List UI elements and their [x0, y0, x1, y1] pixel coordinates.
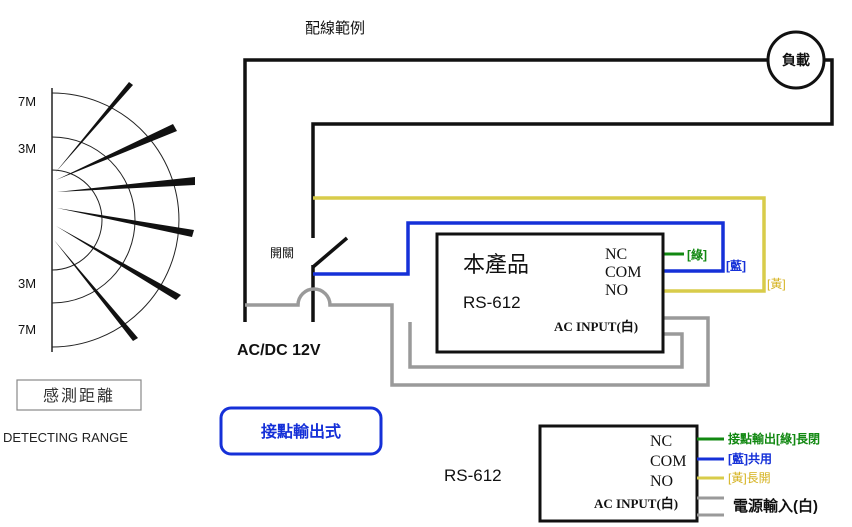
product-name: 本產品 — [463, 252, 529, 277]
tag-blue: [藍] — [726, 258, 746, 273]
pinout-label-nc: 接點輸出[綠]長閉 — [728, 431, 820, 446]
wire-yellow-no — [313, 196, 766, 293]
pinout-label-no: [黃]長開 — [728, 471, 771, 485]
range-arc-1 — [51, 169, 103, 271]
contact-output-label: 接點輸出式 — [261, 422, 341, 441]
load-symbol: 負載 — [766, 30, 826, 90]
detection-range-figure: 7M 3M 3M 7M 感測距離 DETECTING RANGE — [3, 82, 195, 445]
terminal-nc: NC — [605, 246, 627, 263]
pinout-diagram: RS-612 NC COM NO AC INPUT(白) 接點輸出[綠]長閉 [… — [444, 424, 820, 523]
ac-input-label: AC INPUT(白) — [554, 319, 638, 334]
range-tick-upper-7m: 7M — [18, 94, 36, 109]
pinout-ac-input: AC INPUT(白) — [594, 496, 678, 511]
wire-black-outer — [243, 58, 768, 322]
diagram-title: 配線範例 — [305, 19, 365, 37]
detection-caption: DETECTING RANGE — [3, 430, 128, 445]
pinout-model: RS-612 — [444, 466, 502, 485]
product-model: RS-612 — [463, 293, 521, 312]
range-tick-upper-3m: 3M — [18, 141, 36, 156]
pinout-label-power: 電源輸入(白) — [733, 497, 818, 515]
load-circle — [766, 30, 826, 90]
main-wiring: 負載 開關 本產品 RS-612 NC COM NO AC INPUT(白) [… — [219, 30, 834, 456]
pinout-terminal-nc: NC — [650, 433, 672, 450]
detection-beam — [57, 177, 195, 192]
range-tick-lower-3m: 3M — [18, 276, 36, 291]
pinout-label-com: [藍]共用 — [728, 451, 772, 466]
power-label: AC/DC 12V — [237, 342, 321, 359]
detection-label-box — [16, 379, 142, 411]
load-label: 負載 — [782, 52, 810, 68]
range-arc-2 — [51, 136, 136, 304]
wire-black-return — [311, 58, 834, 198]
product-box — [435, 232, 665, 354]
terminal-no: NO — [605, 282, 628, 299]
detection-beams — [54, 82, 195, 341]
tag-green: [綠] — [687, 247, 707, 262]
switch-lever — [311, 236, 349, 269]
range-tick-lower-7m: 7M — [18, 322, 36, 337]
detection-beam — [57, 208, 194, 237]
detection-label: 感測距離 — [43, 387, 115, 405]
tag-yellow: [黃] — [767, 277, 786, 291]
terminal-com: COM — [605, 264, 641, 281]
pinout-box — [538, 424, 699, 523]
switch-label: 開關 — [270, 246, 294, 260]
pinout-terminal-no: NO — [650, 473, 673, 490]
wire-gray-ac-inner — [408, 322, 684, 369]
detection-beam — [56, 124, 177, 180]
wire-gray-ac-outer — [245, 287, 710, 387]
detection-beam — [55, 82, 133, 173]
contact-output-badge — [219, 406, 383, 456]
wire-blue-com — [313, 221, 725, 276]
detection-beam — [54, 240, 138, 341]
detection-beam — [56, 226, 181, 300]
pinout-terminal-com: COM — [650, 453, 686, 470]
